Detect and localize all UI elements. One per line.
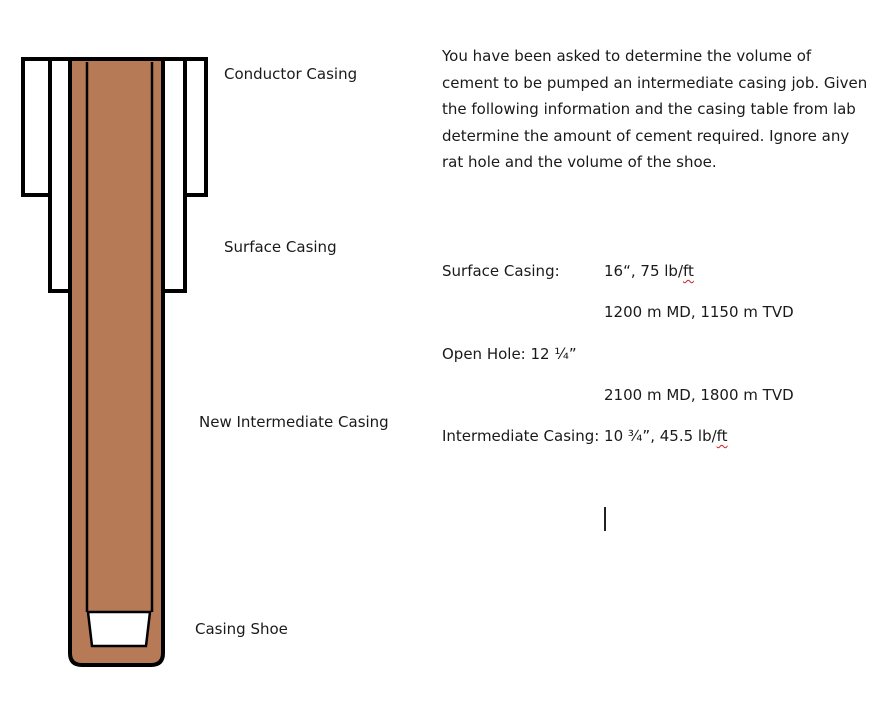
cement-column [68, 57, 165, 667]
label-conductor-casing: Conductor Casing [224, 65, 358, 83]
open-hole-label: Open Hole: 12 ¼” [442, 345, 577, 363]
surface-casing-spec: 16“, 75 lb/ft [604, 261, 694, 281]
surface-casing-spec-unit: ft [683, 262, 694, 280]
label-surface-casing: Surface Casing [224, 238, 337, 256]
label-casing-shoe: Casing Shoe [195, 620, 288, 638]
casing-shoe [86, 610, 152, 648]
surface-casing-depths: 1200 m MD, 1150 m TVD [604, 303, 794, 321]
surface-casing-spec-main: 16“, 75 lb/ [604, 262, 683, 280]
problem-statement: You have been asked to determine the vol… [442, 47, 868, 171]
open-hole-depths: 2100 m MD, 1800 m TVD [604, 386, 794, 404]
text-cursor[interactable] [604, 507, 606, 531]
label-new-intermediate-casing: New Intermediate Casing [199, 413, 389, 431]
intermediate-casing-spec: Intermediate Casing: 10 ¾”, 45.5 lb/ft [442, 426, 728, 446]
surface-casing-label: Surface Casing: [442, 262, 560, 280]
intermediate-casing-spec-unit: ft [716, 427, 728, 445]
intermediate-casing-spec-main: Intermediate Casing: 10 ¾”, 45.5 lb/ [442, 427, 717, 445]
